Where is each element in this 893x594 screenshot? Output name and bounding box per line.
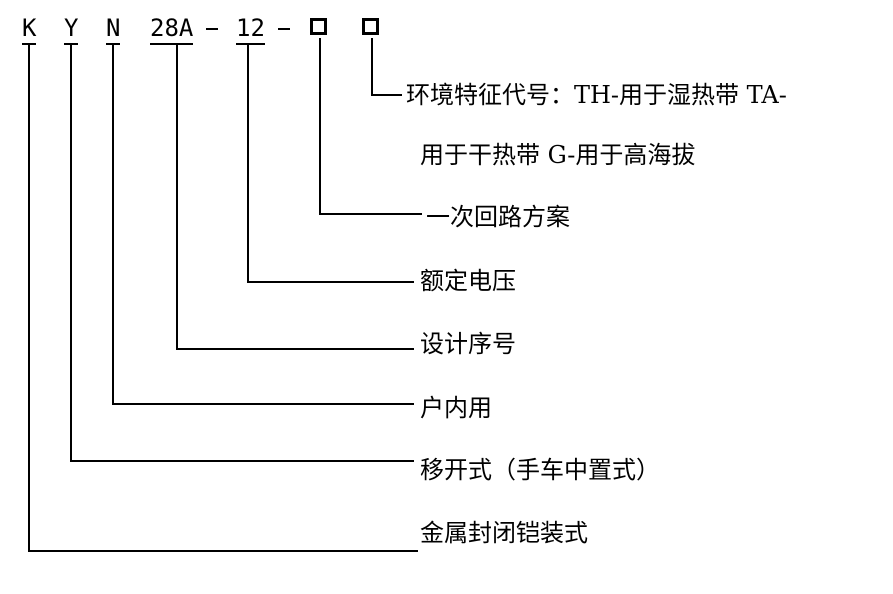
code-separator-1 (206, 28, 218, 30)
code-series: 28A (150, 14, 194, 45)
label-env-line1: 环境特征代号：TH-用于湿热带 TA- (406, 81, 787, 109)
label-metal-enclosed: 金属封闭铠装式 (420, 519, 588, 547)
label-env-line2: 用于干热带 G-用于高海拔 (420, 141, 696, 169)
connector-withdrawable (70, 44, 414, 462)
connector-design-seq (176, 44, 414, 350)
env-placeholder-box (362, 18, 379, 35)
connector-rated-voltage (247, 44, 414, 283)
label-withdrawable: 移开式（手车中置式） (420, 456, 660, 484)
scheme-placeholder-box (310, 18, 327, 35)
code-separator-2 (278, 28, 290, 30)
label-rated-voltage: 额定电压 (420, 267, 516, 295)
connector-scheme (319, 38, 422, 215)
label-indoor: 户内用 (420, 394, 492, 422)
label-design-seq: 设计序号 (420, 330, 516, 358)
connector-metal-enclosed (28, 44, 418, 552)
code-voltage: 12 (236, 14, 265, 45)
connector-indoor (112, 44, 414, 405)
connector-env (371, 38, 402, 96)
label-scheme: 一次回路方案 (426, 203, 570, 231)
